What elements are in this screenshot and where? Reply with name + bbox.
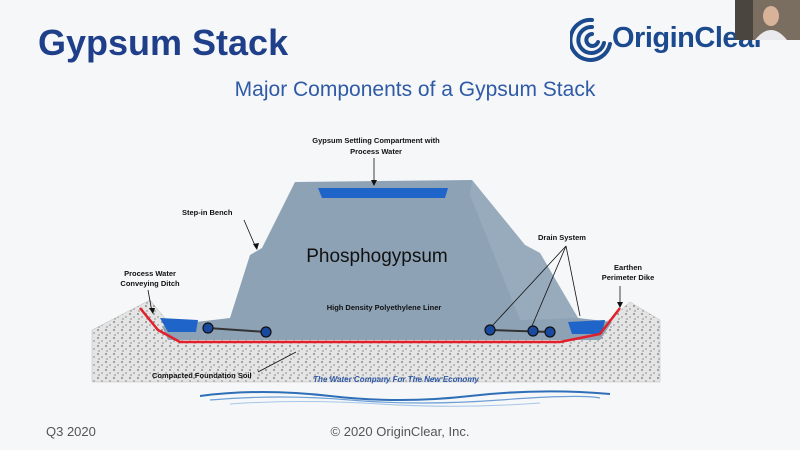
label-process-2: Conveying Ditch bbox=[120, 279, 180, 288]
label-drain-system: Drain System bbox=[538, 233, 586, 242]
left-ditch bbox=[160, 318, 198, 332]
label-phosphogypsum: Phosphogypsum bbox=[306, 246, 448, 267]
presenter-video bbox=[735, 0, 800, 40]
tagline: The Water Company For The New Economy bbox=[313, 375, 479, 384]
water-wave-decoration bbox=[199, 390, 611, 407]
label-settling-2: Process Water bbox=[350, 147, 402, 156]
label-foundation: Compacted Foundation Soil bbox=[152, 371, 252, 380]
settling-water bbox=[318, 188, 448, 198]
label-step-in-bench: Step-in Bench bbox=[182, 208, 233, 217]
label-liner: High Density Polyethylene Liner bbox=[327, 303, 442, 312]
right-ditch bbox=[568, 320, 605, 334]
hdpe-liner bbox=[139, 307, 621, 344]
label-process-1: Process Water bbox=[124, 269, 176, 278]
slide-subtitle: Major Components of a Gypsum Stack bbox=[234, 78, 596, 101]
logo-swirl-icon bbox=[570, 17, 612, 62]
label-earthen-2: Perimeter Dike bbox=[602, 273, 655, 282]
footer-copyright: © 2020 OriginClear, Inc. bbox=[330, 424, 470, 439]
slide-title: Gypsum Stack bbox=[38, 22, 289, 63]
footer-date: Q3 2020 bbox=[46, 424, 96, 439]
label-earthen-1: Earthen bbox=[614, 263, 642, 272]
label-settling-1: Gypsum Settling Compartment with bbox=[312, 136, 440, 145]
drain-pipe-icon bbox=[202, 322, 556, 338]
